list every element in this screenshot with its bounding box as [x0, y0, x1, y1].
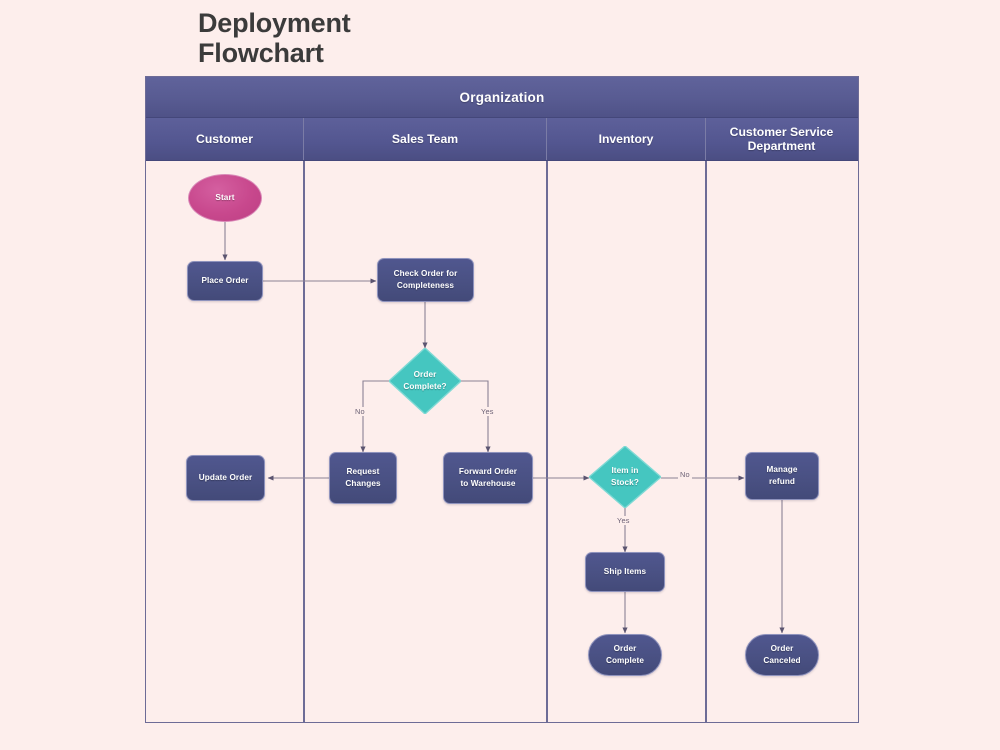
node-manage-refund[interactable]: Manage refund	[745, 452, 819, 500]
node-ship-items-label: Ship Items	[603, 567, 647, 577]
node-place-order[interactable]: Place Order	[187, 261, 263, 301]
lane-header-customer-service-label: Customer Service Department	[729, 124, 834, 153]
node-check-order[interactable]: Check Order for Completeness	[377, 258, 474, 302]
node-decision-order-complete-label: Order Complete?	[403, 370, 447, 391]
lane-header-customer-service: Customer Service Department	[706, 118, 857, 160]
lane-header-sales-team-label: Sales Team	[391, 131, 459, 146]
organization-band: Organization	[146, 77, 858, 118]
node-decision-order-complete[interactable]: Order Complete?	[389, 348, 461, 414]
node-forward-order-label: Forward Order to Warehouse	[458, 467, 518, 488]
lane-divider-1	[303, 161, 305, 722]
edge-label-dec1-no: No	[353, 407, 367, 416]
diamond-shape-icon	[589, 446, 661, 508]
edge-label-dec1-yes: Yes	[479, 407, 496, 416]
node-manage-refund-label: Manage refund	[766, 465, 798, 486]
node-order-complete-label: Order Complete	[605, 644, 645, 665]
node-update-order-label: Update Order	[198, 473, 253, 483]
node-ship-items[interactable]: Ship Items	[585, 552, 665, 592]
node-request-changes-label: Request Changes	[345, 467, 381, 488]
node-request-changes[interactable]: Request Changes	[329, 452, 397, 504]
node-order-complete[interactable]: Order Complete	[588, 634, 662, 676]
node-start-label: Start	[215, 193, 235, 203]
node-place-order-label: Place Order	[201, 276, 249, 286]
node-order-canceled-label: Order Canceled	[763, 644, 801, 665]
lane-header-inventory: Inventory	[547, 118, 706, 160]
node-decision-item-in-stock[interactable]: Item in Stock?	[589, 446, 661, 508]
page-title: Deployment Flowchart	[198, 8, 351, 69]
node-start[interactable]: Start	[188, 174, 262, 222]
lane-header-sales-team: Sales Team	[304, 118, 547, 160]
edge-label-dec2-yes: Yes	[615, 516, 632, 525]
organization-band-label: Organization	[459, 89, 545, 105]
node-decision-item-in-stock-label: Item in Stock?	[611, 466, 639, 487]
lane-divider-3	[705, 161, 707, 722]
lane-header-row: Customer Sales Team Inventory Customer S…	[146, 118, 858, 161]
edge-label-dec2-no: No	[678, 470, 692, 479]
lane-header-customer-label: Customer	[196, 131, 253, 146]
node-forward-order[interactable]: Forward Order to Warehouse	[443, 452, 533, 504]
lane-divider-2	[546, 161, 548, 722]
node-order-canceled[interactable]: Order Canceled	[745, 634, 819, 676]
node-check-order-label: Check Order for Completeness	[393, 269, 458, 290]
lane-header-customer: Customer	[146, 118, 304, 160]
node-update-order[interactable]: Update Order	[186, 455, 265, 501]
lane-header-inventory-label: Inventory	[598, 131, 654, 146]
swimlane-frame: Organization Customer Sales Team Invento…	[145, 76, 859, 723]
diamond-shape-icon	[389, 348, 461, 414]
